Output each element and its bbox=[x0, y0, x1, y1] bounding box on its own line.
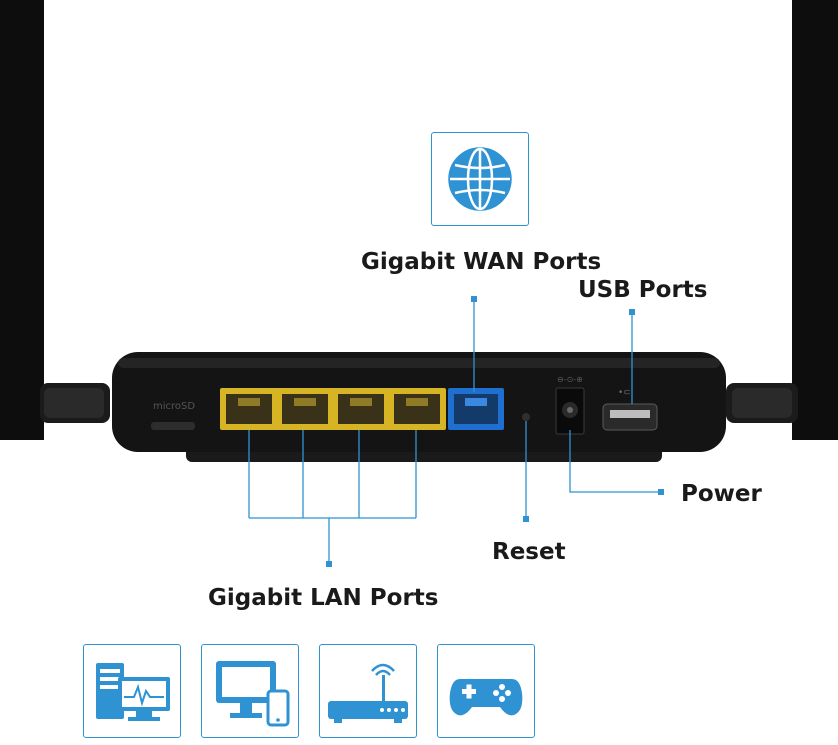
svg-text:•⊂: •⊂ bbox=[618, 388, 631, 398]
desktop-computer-icon-box bbox=[83, 644, 181, 738]
right-antenna bbox=[726, 0, 838, 440]
lan-label: Gigabit LAN Ports bbox=[208, 585, 439, 611]
gamepad-icon-box bbox=[437, 644, 535, 738]
monitor-phone-icon-box bbox=[201, 644, 299, 738]
monitor-phone-icon bbox=[216, 661, 290, 727]
desktop-computer-icon bbox=[96, 663, 170, 721]
wan-label: Gigabit WAN Ports bbox=[361, 249, 602, 275]
micro-sd-slot bbox=[151, 422, 195, 430]
usb-port: •⊂ bbox=[602, 388, 658, 431]
power-label: Power bbox=[681, 481, 762, 507]
wan-port bbox=[448, 388, 504, 430]
svg-text:⊖-⊙-⊕: ⊖-⊙-⊕ bbox=[557, 375, 583, 384]
reset-hole bbox=[522, 413, 530, 421]
globe-icon bbox=[448, 147, 512, 211]
micro-sd-label: microSD bbox=[153, 401, 196, 412]
reset-label: Reset bbox=[492, 539, 566, 565]
usb-label: USB Ports bbox=[578, 277, 708, 303]
router-icon bbox=[328, 663, 408, 723]
callout-dots bbox=[326, 296, 664, 567]
router-icon-box bbox=[319, 644, 417, 738]
callout-lines bbox=[248, 300, 662, 563]
power-jack: ⊖-⊙-⊕ bbox=[555, 375, 585, 435]
left-antenna bbox=[0, 0, 110, 440]
lan-ports bbox=[220, 388, 446, 430]
wan-icon-box bbox=[431, 132, 529, 226]
gamepad-icon bbox=[449, 679, 523, 716]
